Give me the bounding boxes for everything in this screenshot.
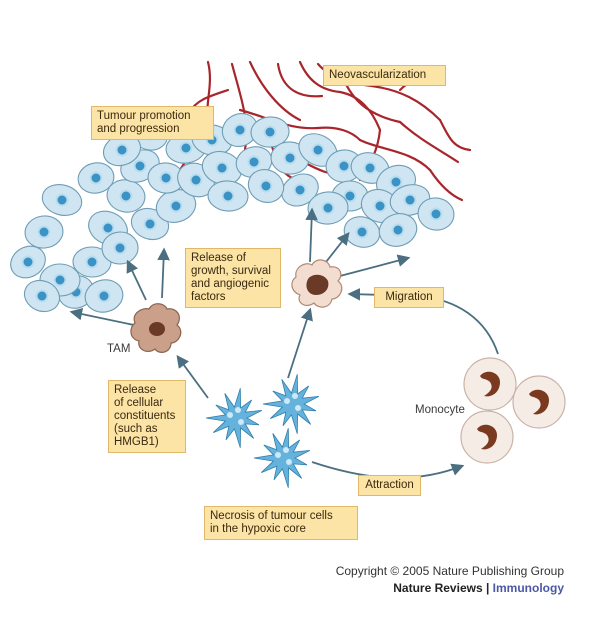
tumour-cell [343,216,381,248]
tumour-cell [41,184,83,216]
tumour-cell [281,173,319,207]
tumour-cell-cluster [10,113,455,313]
journal-name: Nature Reviews [393,581,483,595]
monocyte-cell [463,357,517,411]
tumour-cell [378,213,418,247]
tumour-cell [155,189,197,223]
release-factors-label: Release of growth, survival and angiogen… [185,248,281,308]
tumour-cell [221,113,259,147]
attraction-label: Attraction [358,475,421,496]
credit-separator: | [482,581,493,595]
tumour-cell [10,245,46,279]
tam-to-left-arrow [69,307,135,326]
monocyte-label: Monocyte [415,404,465,416]
macrophage-right-arrow [339,254,411,277]
copyright-text: Copyright © 2005 Nature Publishing Group [335,564,564,578]
monocyte-cell [460,410,514,464]
tam-to-up-arrow [157,247,170,299]
tumour-cell [72,246,112,278]
tumour-cell [77,162,115,194]
necrotic-tumour-cell [205,388,263,448]
tumour-cell [417,197,455,231]
tumour-cell [250,116,290,148]
necrotic-tumour-cell [253,428,311,488]
tumour-cell [147,162,185,194]
monocyte-cell [512,375,566,429]
necrotic-tumour-cell [262,374,320,434]
necrosis-to-tam-arrow [176,354,209,399]
tam-macrophage [130,303,182,353]
tumour-cell [84,279,124,313]
necrosis-label: Necrosis of tumour cells in the hypoxic … [204,506,358,540]
tam-label: TAM [107,343,131,355]
macrophage-upright-arrow [325,232,350,263]
tumour-cell [24,215,64,249]
tumour-cell [207,180,249,212]
necrotic-tumour-cells [205,374,320,488]
monocytes [460,357,566,464]
tumour-cell [247,169,285,203]
release-constituents-label: Release of cellular constituents (such a… [108,380,186,453]
tumour-promotion-label: Tumour promotion and progression [91,106,214,140]
tumour-cell [101,231,139,265]
neovascularization-label: Neovascularization [323,65,446,86]
macrophage-up-arrow [305,207,318,263]
tumour-cell [177,162,215,198]
tam-to-upleft-arrow [126,259,147,301]
activated-macrophage [291,259,343,308]
necrosis-to-macrophage-arrow [287,307,313,379]
journal-section: Immunology [492,581,564,595]
tumour-cell [201,150,243,186]
tumour-cell [23,279,61,313]
tumour-cell [307,191,349,225]
tumour-cell [298,133,338,167]
journal-credit: Nature Reviews | Immunology [393,581,564,595]
migration-label: Migration [374,287,444,308]
